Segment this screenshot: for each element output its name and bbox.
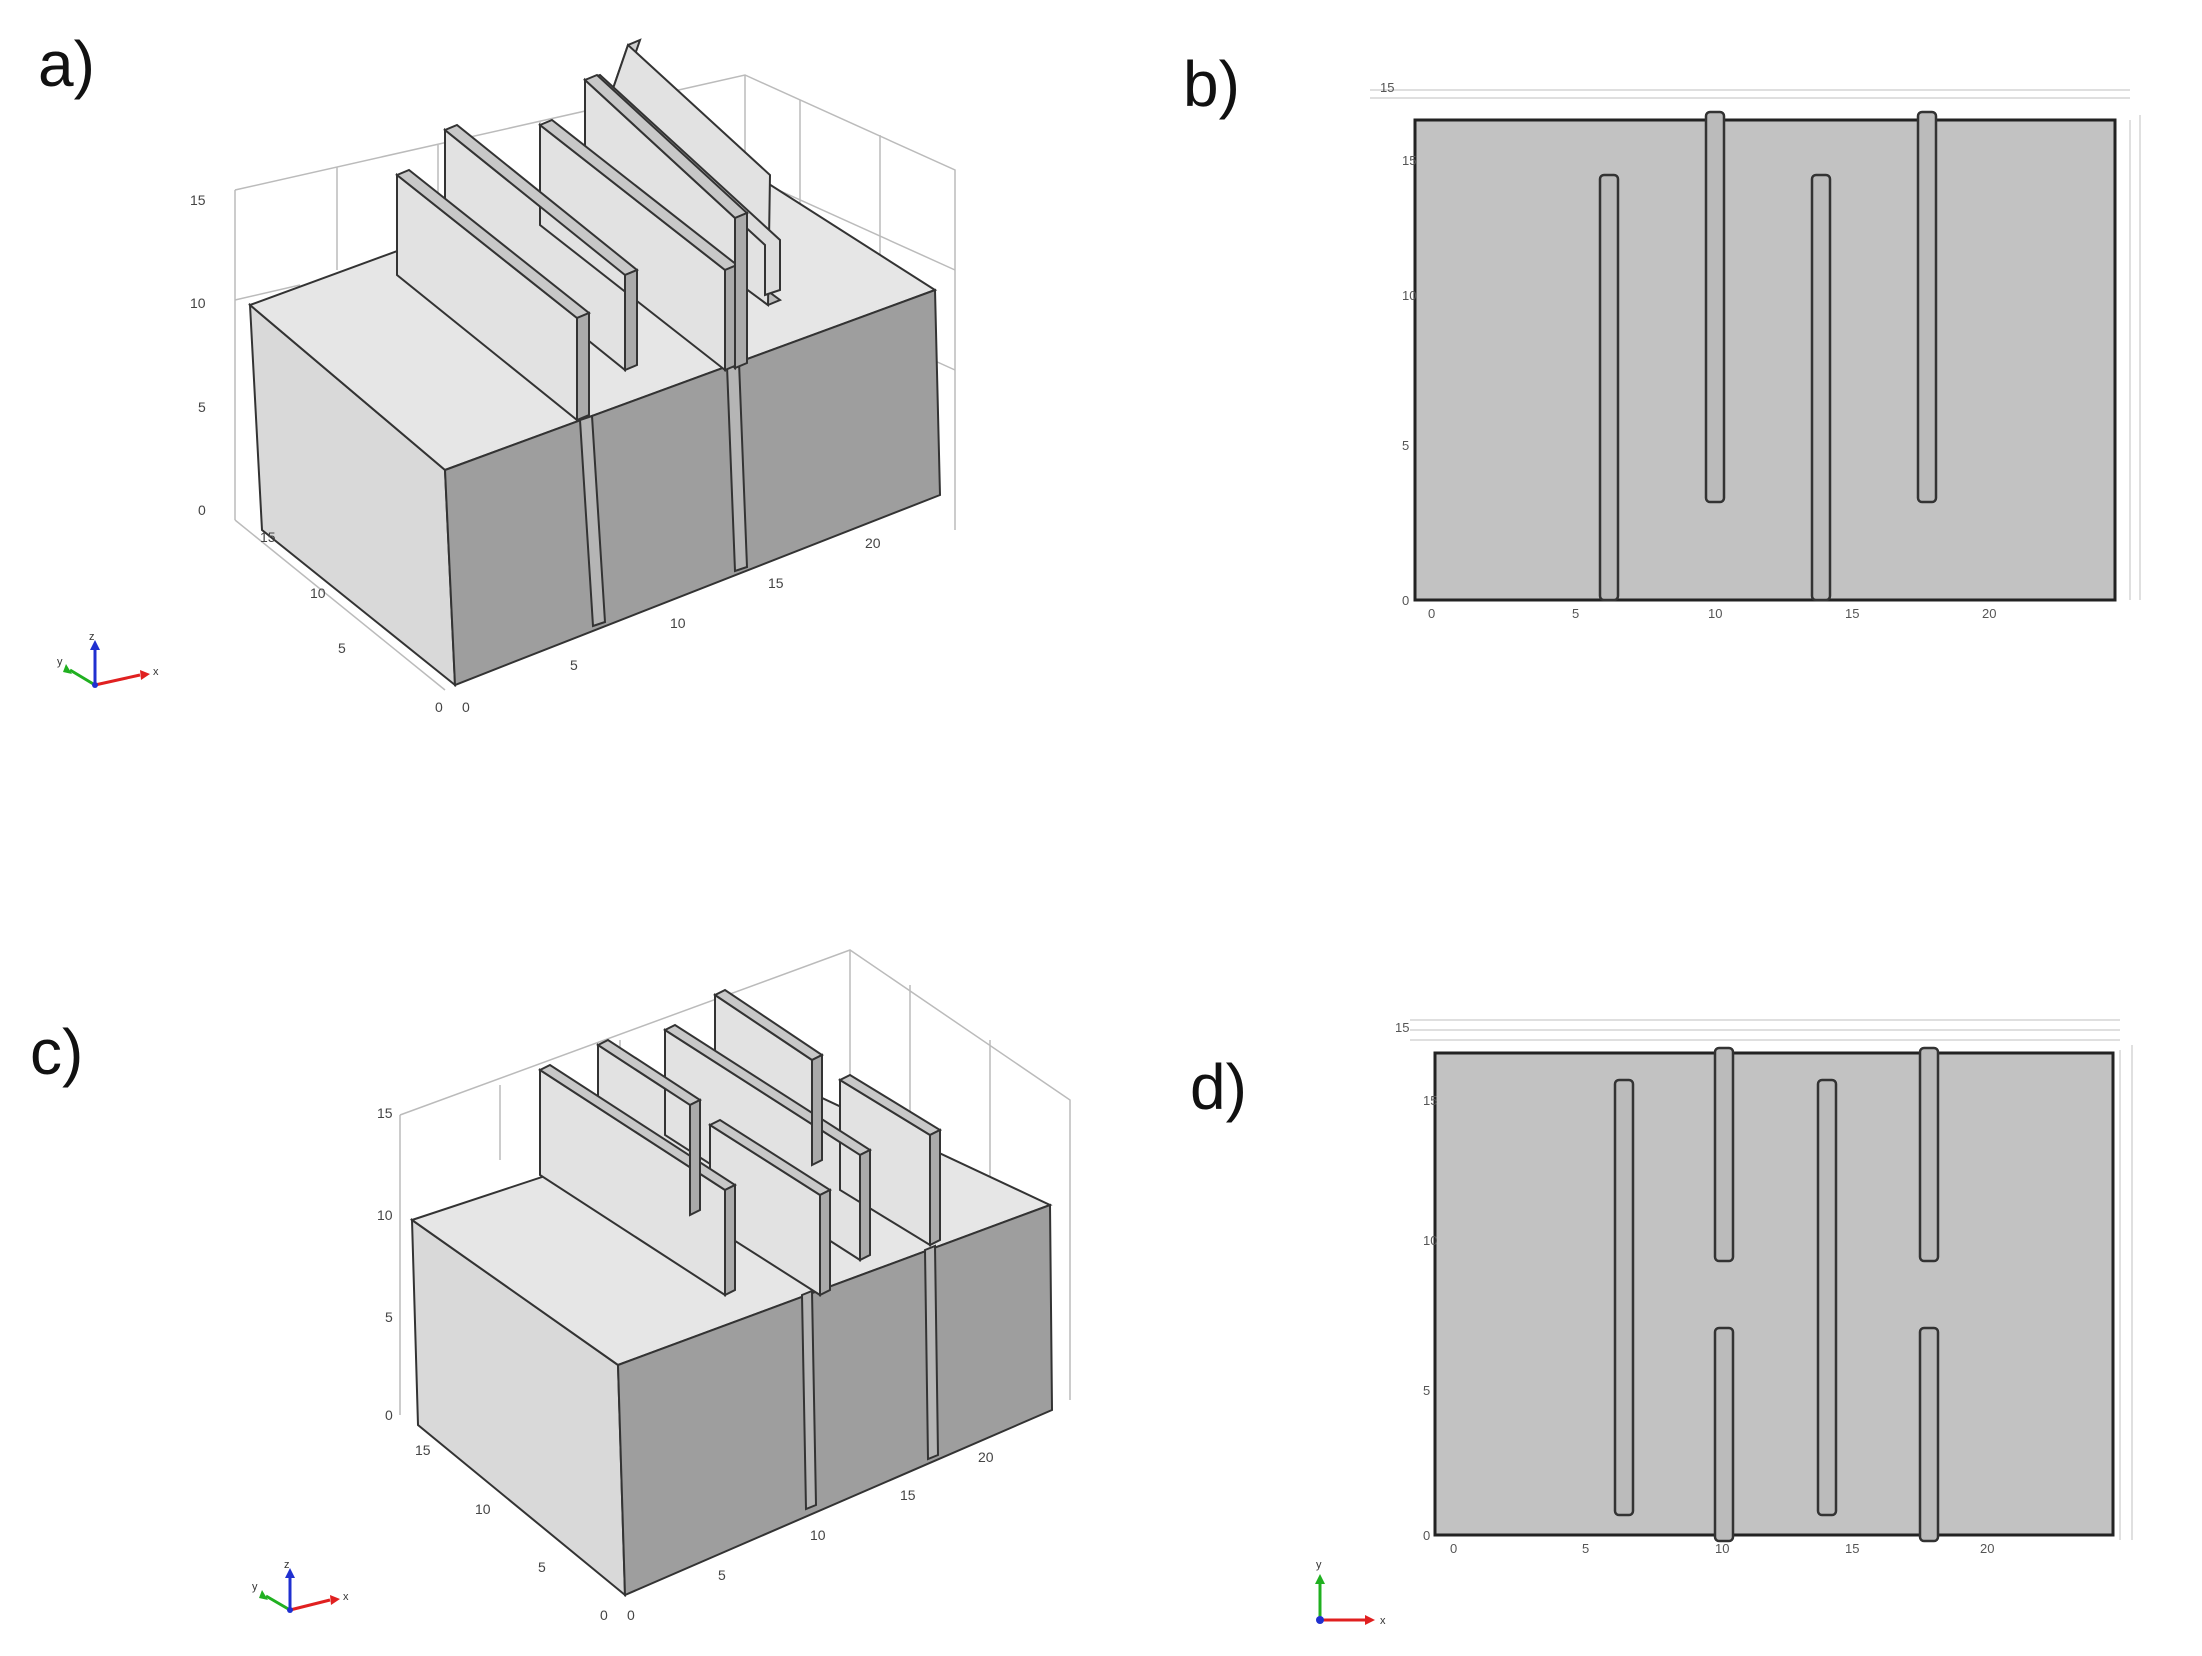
panel-c-3d-view: 0 5 10 15 0 5 10 15 0 5 10 15 20 x y z — [252, 949, 1071, 1623]
z-tick-label: 10 — [190, 295, 206, 311]
axis-x-label: x — [1380, 1615, 1386, 1627]
y-tick-label: 5 — [538, 1559, 546, 1575]
x-tick-label: 5 — [718, 1567, 726, 1583]
panel-label-c: c) — [30, 1016, 84, 1088]
grid-lines — [1410, 1019, 2133, 1540]
x-tick-label: 10 — [810, 1527, 826, 1543]
axis-y-label: y — [57, 656, 63, 668]
z-tick-label: 15 — [190, 192, 206, 208]
plate-lower-segment — [1713, 1326, 1735, 1543]
y-tick-label: 5 — [338, 640, 346, 656]
panel-b-top-view: 15 0 5 10 15 0 5 10 15 20 — [1370, 80, 2141, 621]
x-tick-label: 10 — [1715, 1541, 1729, 1556]
plates — [1598, 110, 1938, 602]
x-tick-label: 15 — [768, 575, 784, 591]
plate-end-edge — [689, 1098, 701, 1217]
z-tick-label: 15 — [377, 1105, 393, 1121]
z-tick-label: 0 — [198, 502, 206, 518]
plate-slice — [923, 1244, 940, 1461]
x-tick-label: 0 — [1428, 606, 1435, 621]
panel-a-3d-view: 0 5 10 15 0 5 10 15 0 5 10 15 20 x y z — [57, 38, 956, 715]
x-tick-label: 15 — [1845, 1541, 1859, 1556]
x-tick-label: 20 — [865, 535, 881, 551]
axis-x-label: x — [153, 666, 159, 678]
axis-z-label: z — [89, 631, 95, 643]
y-tick-label: 5 — [1402, 438, 1409, 453]
x-tick-label: 15 — [900, 1487, 916, 1503]
top-tick-label: 15 — [1380, 80, 1394, 95]
plate-top-anchored — [1916, 110, 1938, 504]
plate-upper-segment — [1918, 1046, 1940, 1263]
axes-triad-icon: x y z — [252, 1559, 349, 1613]
plate-top-anchored — [1704, 110, 1726, 504]
y-tick-label: 15 — [1402, 153, 1416, 168]
plates — [1613, 1046, 1940, 1543]
block-front-face — [616, 1203, 1054, 1597]
z-tick-label: 5 — [385, 1309, 393, 1325]
y-tick-label: 0 — [1402, 593, 1409, 608]
z-tick-label: 10 — [377, 1207, 393, 1223]
x-tick-label: 20 — [978, 1449, 994, 1465]
y-tick-label: 10 — [1402, 288, 1416, 303]
x-tick-label: 5 — [570, 657, 578, 673]
domain-rectangle — [1433, 1051, 2115, 1537]
plate-upper-segment — [1713, 1046, 1735, 1263]
x-tick-label: 20 — [1980, 1541, 1994, 1556]
y-tick-label: 10 — [310, 585, 326, 601]
y-tick-label: 10 — [1423, 1233, 1437, 1248]
x-tick-label: 10 — [1708, 606, 1722, 621]
plate-end-edge — [724, 1183, 736, 1297]
axis-y-label: y — [1316, 1559, 1322, 1571]
plate-end-edge — [734, 211, 748, 370]
y-tick-label: 15 — [1423, 1093, 1437, 1108]
x-tick-label: 5 — [1582, 1541, 1589, 1556]
grid-lines — [1370, 89, 2141, 600]
axis-x-label: x — [343, 1591, 349, 1603]
x-tick-label: 0 — [462, 699, 470, 715]
x-tick-label: 5 — [1572, 606, 1579, 621]
x-tick-label: 15 — [1845, 606, 1859, 621]
plate-end-edge — [859, 1148, 871, 1262]
y-tick-label: 15 — [260, 529, 276, 545]
block-front-face — [443, 288, 942, 687]
domain-rectangle — [1413, 118, 2117, 602]
plate-end-edge — [819, 1188, 831, 1297]
y-tick-label: 0 — [1423, 1528, 1430, 1543]
x-tick-label: 10 — [670, 615, 686, 631]
plate-end-edge — [811, 1053, 823, 1167]
axes-triad-icon: x y — [1315, 1559, 1386, 1627]
axis-y-label: y — [252, 1581, 258, 1593]
axes-triad-icon: x y z — [57, 631, 159, 688]
y-tick-label: 10 — [475, 1501, 491, 1517]
z-tick-label: 5 — [198, 399, 206, 415]
plate-end-edge — [624, 268, 638, 372]
x-tick-label: 0 — [1450, 1541, 1457, 1556]
y-tick-label: 15 — [415, 1442, 431, 1458]
y-tick-label: 0 — [600, 1607, 608, 1623]
axis-z-label: z — [284, 1559, 290, 1571]
z-tick-label: 0 — [385, 1407, 393, 1423]
plate-bottom-anchored — [1598, 173, 1620, 602]
panel-d-top-view: 15 0 5 10 15 0 5 10 15 20 x y — [1315, 1019, 2133, 1627]
plate-end-edge — [576, 311, 590, 422]
y-tick-label: 0 — [435, 699, 443, 715]
panel-label-a: a) — [38, 28, 95, 100]
plate-long — [1613, 1078, 1635, 1517]
plate-bottom-anchored — [1810, 173, 1832, 602]
x-tick-label: 20 — [1982, 606, 1996, 621]
plate-slice — [578, 414, 607, 628]
plate-lower-segment — [1918, 1326, 1940, 1543]
y-tick-label: 5 — [1423, 1383, 1430, 1398]
x-tick-label: 0 — [627, 1607, 635, 1623]
plate-long — [1816, 1078, 1838, 1517]
plate-slice — [800, 1289, 818, 1511]
top-tick-label: 15 — [1395, 1020, 1409, 1035]
panel-label-d: d) — [1190, 1051, 1247, 1123]
plate-end-edge — [929, 1128, 941, 1247]
panel-label-b: b) — [1183, 48, 1240, 120]
